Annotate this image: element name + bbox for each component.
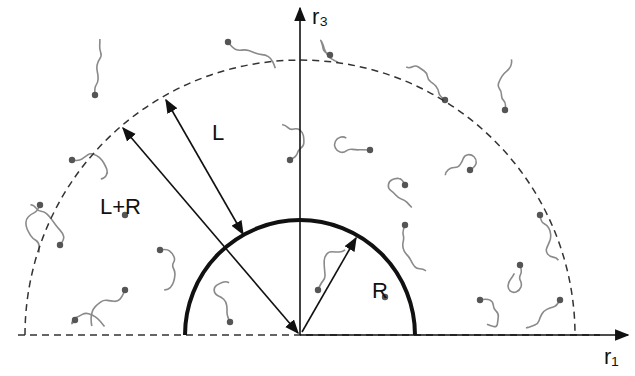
- r-dimension: [302, 238, 356, 332]
- polymer-chain: [406, 66, 445, 100]
- anchor-dot: [517, 262, 523, 268]
- anchor-dot: [477, 297, 483, 303]
- r3-axis: [299, 8, 301, 335]
- dimension-label: L+R: [100, 196, 141, 218]
- anchor-dot: [57, 242, 63, 248]
- polymer-chain: [214, 282, 230, 322]
- anchor-dot: [367, 147, 373, 153]
- anchor-dot: [287, 157, 293, 163]
- polymer-chain: [526, 300, 560, 328]
- anchor-dot: [69, 157, 75, 163]
- anchor-dot: [92, 92, 98, 98]
- polymer-chains: [26, 39, 563, 328]
- anchor-dot: [157, 247, 163, 253]
- anchor-dot: [315, 287, 321, 293]
- polymer-chain: [403, 225, 426, 271]
- polymer-chain: [91, 290, 125, 326]
- polymer-chain: [335, 137, 370, 152]
- dimension-label: L: [212, 122, 224, 144]
- axis-label: r₃: [312, 6, 328, 28]
- anchor-dot: [37, 202, 43, 208]
- polymer-chain: [388, 178, 411, 207]
- polymer-chain: [321, 40, 338, 62]
- polymer-chain: [498, 59, 511, 110]
- r1-axis: [300, 334, 628, 336]
- anchor-dot: [537, 212, 543, 218]
- anchor-dot: [122, 287, 128, 293]
- anchor-dot: [72, 317, 78, 323]
- polymer-chain: [30, 205, 63, 245]
- polymer-chain: [445, 155, 476, 176]
- anchor-dot: [502, 107, 508, 113]
- polymer-chain: [540, 215, 558, 260]
- polymer-chain: [480, 299, 498, 326]
- lr-dimension: [123, 128, 298, 333]
- anchor-dot: [402, 222, 408, 228]
- axis-label: r₁: [604, 346, 619, 368]
- polymer-chain: [95, 39, 101, 95]
- anchor-dot: [402, 182, 408, 188]
- anchor-dot: [327, 52, 333, 58]
- anchor-dot: [557, 297, 563, 303]
- l-dimension: [166, 100, 243, 234]
- polymer-chain: [318, 250, 345, 290]
- anchor-dot: [467, 167, 473, 173]
- dimension-label: R: [372, 280, 388, 302]
- polymer-chain: [26, 205, 40, 253]
- polymer-chain: [72, 313, 105, 326]
- anchor-dot: [227, 319, 233, 325]
- polymer-chain: [160, 249, 175, 289]
- polymer-chain: [508, 265, 521, 292]
- anchor-dot: [225, 39, 231, 45]
- polymer-chain: [228, 42, 275, 68]
